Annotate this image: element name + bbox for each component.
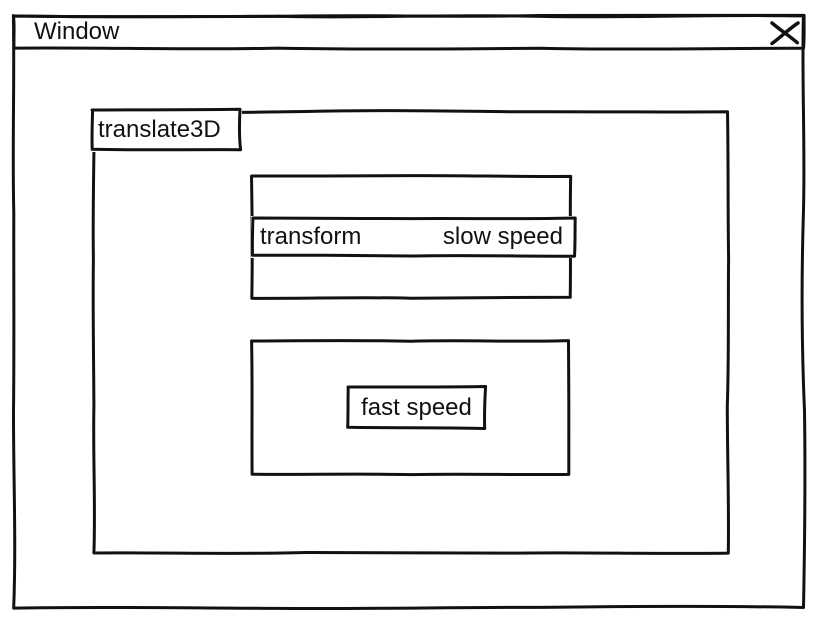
window: Window translate3D transform slow speed … [11,13,807,611]
close-icon [770,21,800,46]
transform-slow-bar[interactable]: transform slow speed [250,216,577,258]
title-bar-border [12,13,806,51]
window-title: Window [34,18,120,45]
translate3d-tab[interactable]: translate3D [90,107,243,152]
transform-label: transform [260,223,362,250]
slow-speed-label: slow speed [442,223,563,250]
fast-speed-label: fast speed [361,393,472,421]
title-bar: Window [12,13,806,51]
fast-speed-bar[interactable]: fast speed [346,385,488,430]
translate3d-tab-label: translate3D [98,116,221,143]
close-button[interactable] [770,21,800,46]
